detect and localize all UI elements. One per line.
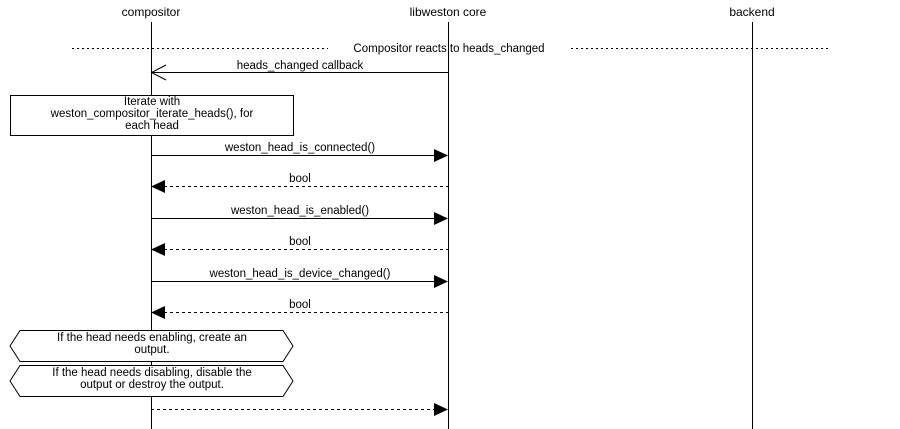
arrowhead-filled-right-icon xyxy=(434,212,448,225)
message-label: weston_head_is_connected() xyxy=(224,142,375,154)
arrowhead-open-left-icon xyxy=(150,64,167,81)
arrowhead-filled-right-icon xyxy=(434,403,448,416)
message-weston-head-is-enabled: weston_head_is_enabled() xyxy=(151,205,448,225)
participant-label-libweston-core: libweston core xyxy=(410,5,487,19)
condition-line-1: If the head needs enabling, create an xyxy=(57,332,247,344)
note-box-outline xyxy=(10,95,294,136)
condition-line-1: If the head needs disabling, disable the xyxy=(52,367,251,379)
condition-enable-head: If the head needs enabling, create an ou… xyxy=(9,330,294,362)
condition-line-2: output. xyxy=(134,344,169,356)
participant-label-backend: backend xyxy=(729,5,774,19)
arrowhead-filled-left-icon xyxy=(151,306,165,319)
participant-headers-group: compositor libweston core backend xyxy=(122,5,775,19)
condition-hexagon-outline xyxy=(9,365,294,397)
condition-hexagon-outline xyxy=(9,330,294,362)
message-unlabeled-return xyxy=(151,403,448,416)
message-bool-connected: bool xyxy=(151,173,448,193)
condition-line-2: output or destroy the output. xyxy=(80,379,224,391)
message-label: bool xyxy=(289,173,311,185)
arrowhead-filled-right-icon xyxy=(434,149,448,162)
message-label: bool xyxy=(289,299,311,311)
condition-disable-head: If the head needs disabling, disable the… xyxy=(9,365,294,397)
message-label: bool xyxy=(289,236,311,248)
participant-label-compositor: compositor xyxy=(122,5,181,19)
arrowhead-filled-right-icon xyxy=(434,275,448,288)
note-iterate-heads: Iterate with weston_compositor_iterate_h… xyxy=(10,95,294,136)
arrowhead-filled-left-icon xyxy=(151,243,165,256)
message-bool-device-changed: bool xyxy=(151,299,448,319)
arrowhead-filled-left-icon xyxy=(151,180,165,193)
message-weston-head-is-device-changed: weston_head_is_device_changed() xyxy=(151,268,448,288)
message-weston-head-is-connected: weston_head_is_connected() xyxy=(151,142,448,162)
note-line-3: each head xyxy=(125,120,179,132)
divider-group: Compositor reacts to heads_changed xyxy=(72,43,828,55)
note-line-1: Iterate with xyxy=(124,96,180,108)
message-label: heads_changed callback xyxy=(237,60,364,72)
divider-label: Compositor reacts to heads_changed xyxy=(353,43,544,55)
message-label: weston_head_is_device_changed() xyxy=(209,268,391,280)
message-bool-enabled: bool xyxy=(151,236,448,256)
message-heads-changed-callback: heads_changed callback xyxy=(150,60,448,81)
note-line-2: weston_compositor_iterate_heads(), for xyxy=(50,108,254,120)
message-label: weston_head_is_enabled() xyxy=(230,205,369,217)
